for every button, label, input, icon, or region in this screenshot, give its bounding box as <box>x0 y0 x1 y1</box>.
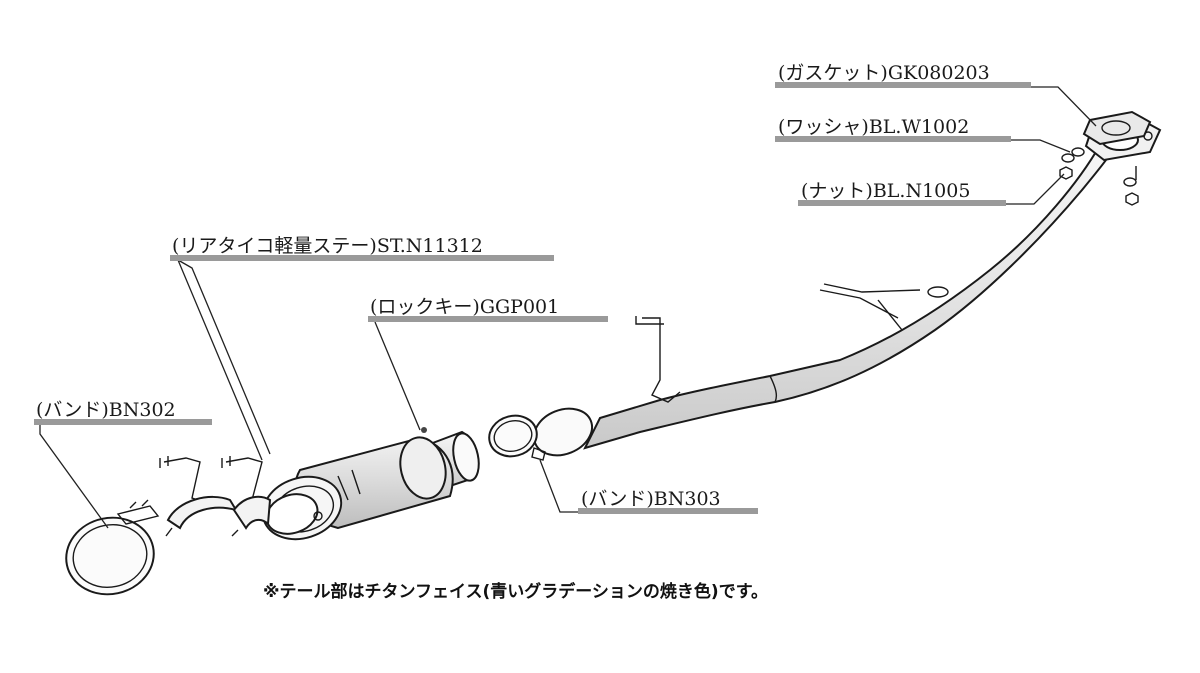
muffler <box>261 427 480 541</box>
band-bn303 <box>488 414 546 461</box>
leader-lines <box>39 86 1097 529</box>
mid-pipe-hanger <box>819 283 949 331</box>
label-washer-text: (ワッシャ)BL.W1002 <box>778 116 969 138</box>
label-stay-text: (リアタイコ軽量ステー)ST.N11312 <box>172 235 483 257</box>
label-lockkey-text: (ロックキー)GGP001 <box>370 296 559 318</box>
label-band303-text: (バンド)BN303 <box>581 488 721 510</box>
label-washer: (ワッシャ)BL.W1002 <box>775 116 1011 142</box>
washer-set <box>1061 147 1137 187</box>
front-pipe <box>532 138 1120 457</box>
rear-muffler-stay <box>159 456 272 537</box>
nut-set <box>1059 166 1139 206</box>
front-pipe-hanger <box>635 316 681 403</box>
label-band302-text: (バンド)BN302 <box>36 399 176 421</box>
label-band302: (バンド)BN302 <box>34 399 212 425</box>
gasket <box>1082 110 1152 146</box>
band-bn302 <box>65 499 160 596</box>
label-gasket-text: (ガスケット)GK080203 <box>778 62 990 84</box>
label-stay: (リアタイコ軽量ステー)ST.N11312 <box>170 235 554 261</box>
label-band303: (バンド)BN303 <box>578 488 758 514</box>
tail-note: ※テール部はチタンフェイス(青いグラデーションの焼き色)です。 <box>263 581 768 602</box>
label-nut-text: (ナット)BL.N1005 <box>801 180 970 202</box>
label-lockkey: (ロックキー)GGP001 <box>368 296 608 322</box>
lockkey-point <box>421 427 427 433</box>
label-nut: (ナット)BL.N1005 <box>798 180 1006 206</box>
label-gasket: (ガスケット)GK080203 <box>775 62 1031 88</box>
